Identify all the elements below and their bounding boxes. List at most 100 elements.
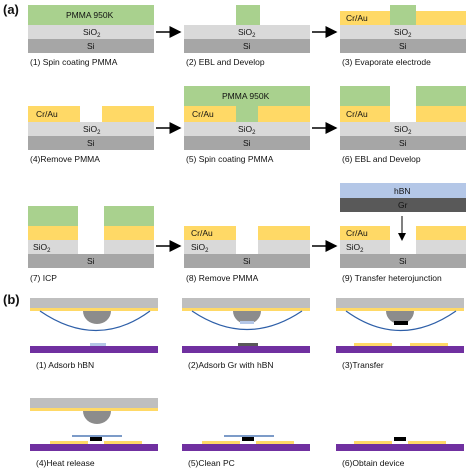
sio2-right — [104, 240, 154, 254]
heterojunction — [242, 437, 254, 441]
crau-label: Cr/Au — [346, 109, 368, 119]
step-a9-diagram: hBN Gr Cr/Au SiO2 Si — [340, 183, 466, 268]
step-a8-caption: (8) Remove PMMA — [186, 273, 259, 283]
step-b5-diagram — [182, 435, 310, 451]
hbn-layer — [340, 183, 466, 198]
sio2-right — [416, 240, 466, 254]
pdms-stamp — [83, 411, 111, 424]
si-label: Si — [399, 41, 407, 51]
si-label: Si — [243, 41, 251, 51]
pc-film — [30, 308, 158, 311]
step-a4-diagram: Cr/Au SiO2 Si — [28, 106, 154, 150]
step-b2-diagram — [182, 298, 310, 353]
crau-label: Cr/Au — [346, 13, 368, 23]
sio2-label: SiO2 — [191, 242, 209, 254]
gr-layer — [340, 198, 466, 212]
crau-left — [340, 226, 390, 240]
step-a6-diagram: Cr/Au SiO2 Si — [340, 86, 466, 150]
si-layer — [340, 254, 466, 268]
sio2-label: SiO2 — [33, 242, 51, 254]
film-curve — [39, 310, 151, 332]
step-b6-caption: (6)Obtain device — [342, 458, 405, 468]
panel-a-label: (a) — [3, 2, 19, 17]
step-a4-caption: (4)Remove PMMA — [30, 154, 100, 164]
si-label: Si — [87, 256, 95, 266]
electrode-right — [408, 441, 446, 444]
sio2-left — [28, 240, 78, 254]
step-b4-diagram — [30, 398, 158, 451]
step-a5-caption: (5) Spin coating PMMA — [186, 154, 274, 164]
glass-slide — [336, 298, 464, 308]
substrate — [182, 444, 310, 451]
sio2-label: SiO2 — [83, 27, 101, 39]
crau-right — [416, 106, 466, 122]
gr-label: Gr — [398, 200, 408, 210]
substrate — [30, 346, 158, 353]
step-a1-caption: (1) Spin coating PMMA — [30, 57, 118, 67]
si-label: Si — [87, 41, 95, 51]
pmma-layer — [28, 5, 154, 25]
substrate — [182, 346, 310, 353]
sio2-left — [340, 240, 390, 254]
glass-slide — [30, 298, 158, 308]
electrode-right — [410, 343, 448, 346]
sio2-layer — [184, 122, 310, 136]
film-curve — [191, 310, 303, 331]
si-label: Si — [399, 256, 407, 266]
hbn-flake — [240, 321, 254, 324]
panel-b-label: (b) — [3, 292, 20, 307]
step-a5-diagram: PMMA 950K Cr/Au SiO2 Si — [184, 86, 310, 150]
step-a3-diagram: Cr/Au SiO2 Si — [340, 5, 466, 53]
gr-flake — [238, 343, 258, 346]
pmma-layer — [184, 86, 310, 106]
pmma-gap — [236, 106, 258, 122]
sio2-layer — [340, 25, 466, 39]
step-b6-diagram — [336, 437, 464, 451]
crau-label: Cr/Au — [36, 109, 58, 119]
pdms-stamp — [83, 311, 111, 324]
step-a7-diagram: SiO2 Si — [28, 206, 154, 268]
glass-slide — [30, 398, 158, 408]
pc-film — [182, 308, 310, 311]
pdms-stamp — [233, 311, 261, 324]
step-b3-diagram — [336, 298, 464, 353]
sio2-label: SiO2 — [394, 27, 412, 39]
sio2-label: SiO2 — [83, 124, 101, 136]
crau-left — [340, 106, 390, 122]
film-curve — [345, 310, 457, 332]
step-b3-caption: (3)Transfer — [342, 360, 384, 370]
pc-film — [30, 408, 158, 411]
pmma-pattern — [390, 5, 416, 25]
step-a1-diagram: PMMA 950K SiO2 Si — [28, 5, 154, 53]
sio2-layer — [28, 122, 154, 136]
step-a3-caption: (3) Evaporate electrode — [342, 57, 431, 67]
step-a8-diagram: Cr/Au SiO2 Si — [184, 226, 310, 268]
sio2-left — [184, 240, 236, 254]
pc-film — [336, 308, 464, 311]
sio2-label: SiO2 — [346, 242, 364, 254]
hbn-flake — [90, 343, 106, 346]
step-a6-caption: (6) EBL and Develop — [342, 154, 421, 164]
crau-right — [102, 106, 154, 122]
si-label: Si — [243, 138, 251, 148]
crau-left — [28, 226, 78, 240]
hbn-label: hBN — [394, 186, 411, 196]
crau-left — [184, 106, 236, 122]
crau-right — [104, 226, 154, 240]
si-layer — [28, 39, 154, 53]
pmma-left — [340, 86, 390, 106]
electrode-left — [354, 441, 392, 444]
step-b5-caption: (5)Clean PC — [188, 458, 235, 468]
pmma-pattern — [236, 5, 260, 25]
crau-left — [184, 226, 236, 240]
step-a9-caption: (9) Transfer heterojunction — [342, 273, 442, 283]
heterojunction — [90, 437, 102, 441]
sio2-label: SiO2 — [394, 124, 412, 136]
crau-right — [416, 11, 466, 25]
substrate — [336, 444, 464, 451]
step-b2-caption: (2)Adsorb Gr with hBN — [188, 360, 274, 370]
sio2-layer — [28, 25, 154, 39]
step-a7-caption: (7) ICP — [30, 273, 57, 283]
substrate — [336, 346, 464, 353]
crau-right — [416, 226, 466, 240]
